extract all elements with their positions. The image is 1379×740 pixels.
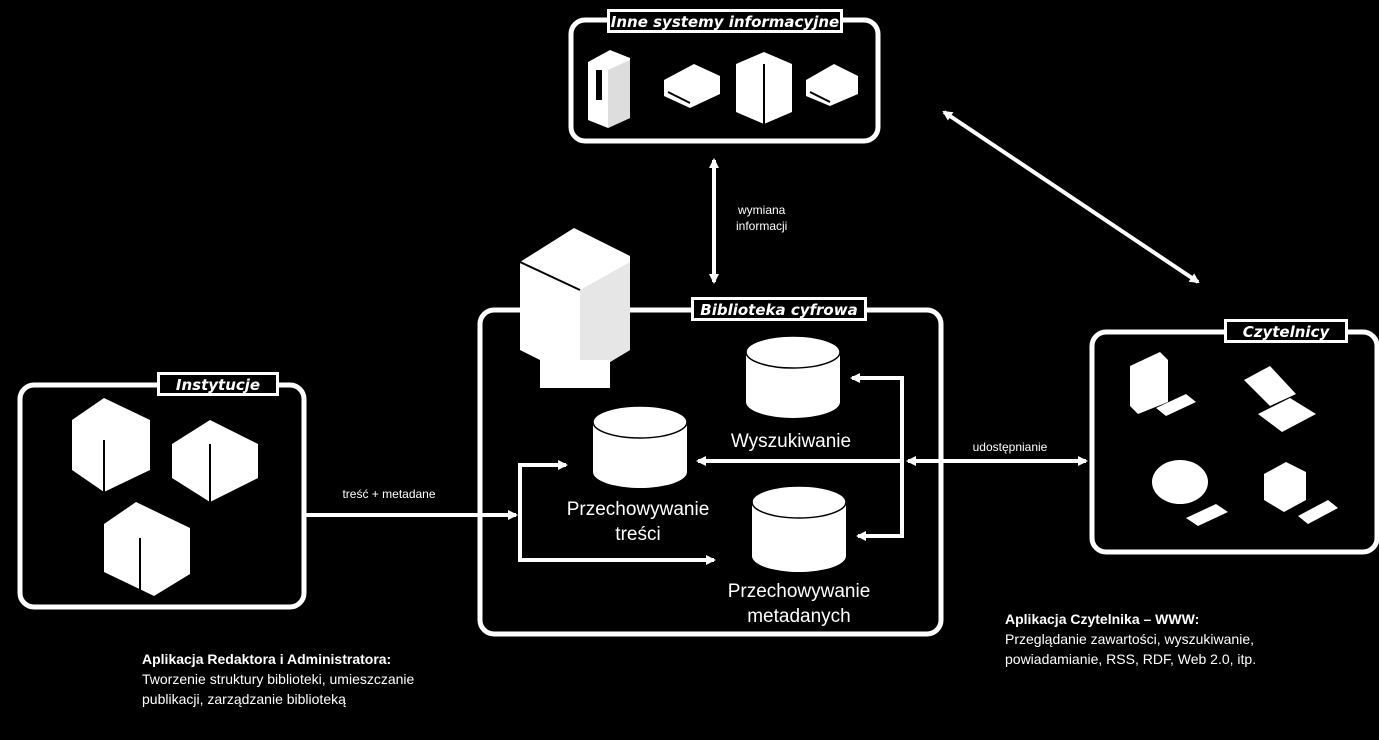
redaktor-caption-line2: publikacji, zarządzanie biblioteką — [142, 691, 346, 707]
inne-systemy-title: Inne systemy informacyjne — [611, 13, 839, 31]
wymiana-label-line2: informacji — [736, 219, 787, 233]
readers-exchange-arrow — [942, 110, 1200, 284]
wyszukiwanie-database — [745, 335, 841, 418]
input-flow-connector — [518, 460, 716, 565]
czytelnicy-box: Czytelnicy — [1089, 319, 1379, 555]
przechowywanie-metadanych-label-line1: Przechowywanie — [728, 581, 871, 602]
server-tower-icon — [588, 50, 630, 128]
przechowywanie-tresci-database — [592, 405, 688, 488]
wymiana-label-line1: wymiana — [737, 203, 786, 217]
udostepnianie-label: udostępnianie — [973, 440, 1048, 454]
czytelnik-caption-line2: powiadamianie, RSS, RDF, Web 2.0, itp. — [1005, 651, 1256, 667]
building-icon — [72, 398, 150, 492]
inne-systemy-box: Inne systemy informacyjne — [568, 9, 881, 144]
biblioteka-cyfrowa-box: Biblioteka cyfrowa — [477, 297, 944, 637]
redaktor-caption: Aplikacja Redaktora i Administratora: Tw… — [142, 651, 415, 707]
building-icon — [104, 502, 190, 596]
network-switch-icon — [664, 64, 720, 108]
desktop-computer-icon — [1130, 352, 1196, 416]
czytelnicy-title: Czytelnicy — [1243, 323, 1331, 341]
building-icon — [172, 420, 258, 502]
przechowywanie-tresci-label-line2: treści — [615, 524, 660, 545]
przechowywanie-metadanych-database — [751, 485, 847, 572]
mainframe-server-icon — [519, 228, 630, 388]
network-switch-icon — [806, 64, 858, 106]
czytelnik-caption: Aplikacja Czytelnika – WWW: Przeglądanie… — [1005, 611, 1256, 667]
biblioteka-cyfrowa-title: Biblioteka cyfrowa — [700, 301, 857, 319]
czytelnik-caption-title: Aplikacja Czytelnika – WWW: — [1005, 611, 1199, 627]
crt-monitor-icon — [1152, 460, 1228, 526]
workstation-icon — [1264, 462, 1338, 524]
server-cabinet-icon — [736, 52, 792, 124]
instytucje-title: Instytucje — [176, 376, 260, 394]
redaktor-caption-line1: Tworzenie struktury biblioteki, umieszcz… — [142, 671, 415, 687]
tresc-metadane-label: treść + metadane — [342, 487, 435, 501]
instytucje-box: Instytucje — [17, 372, 307, 610]
output-flow-connector — [696, 373, 904, 541]
przechowywanie-tresci-label-line1: Przechowywanie — [567, 499, 710, 520]
przechowywanie-metadanych-label-line2: metadanych — [747, 606, 851, 627]
laptop-icon — [1244, 366, 1316, 432]
redaktor-caption-title: Aplikacja Redaktora i Administratora: — [142, 651, 391, 667]
czytelnik-caption-line1: Przeglądanie zawartości, wyszukiwanie, — [1005, 631, 1254, 647]
wyszukiwanie-label: Wyszukiwanie — [731, 431, 851, 452]
